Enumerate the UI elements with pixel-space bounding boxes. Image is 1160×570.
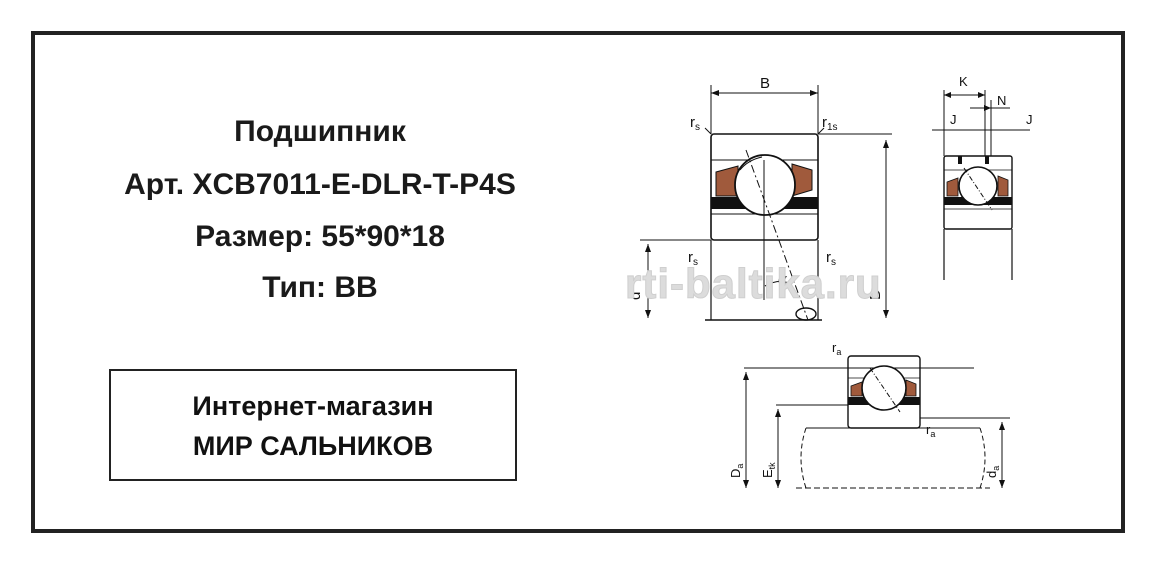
shop-box[interactable]: Интернет-магазин МИР САЛЬНИКОВ [109, 369, 517, 481]
dim-label-r1s: r1s [822, 114, 838, 133]
main-section-drawing [640, 85, 892, 321]
dim-label-rs-top: rs [690, 114, 700, 133]
dim-label-K: K [959, 74, 968, 89]
dim-label-J-right: J [1026, 112, 1033, 127]
product-type: Тип: BB [262, 271, 378, 304]
dim-label-rs-left: rs [688, 249, 698, 268]
dim-label-ra-right: ra [926, 422, 935, 439]
mounting-drawing [743, 355, 1010, 489]
outer-frame [31, 31, 1125, 533]
dim-label-alpha: α [778, 271, 787, 288]
product-article: Арт. XCB7011-E-DLR-T-P4S [124, 168, 516, 201]
product-name: Подшипник [234, 115, 406, 148]
dim-label-Etk: Etk [760, 462, 777, 478]
dim-label-Da: Da [728, 464, 745, 478]
shop-line-2: МИР САЛЬНИКОВ [192, 431, 434, 461]
dim-label-d: d [627, 292, 644, 300]
product-size: Размер: 55*90*18 [195, 220, 445, 253]
dim-label-J-left: J [950, 112, 957, 127]
watermark-text: rti-baltika.ru [625, 260, 882, 307]
side-view-drawing [932, 90, 1030, 280]
dim-label-B: B [760, 75, 770, 92]
dim-label-D: D [867, 289, 884, 300]
dim-label-ra-top: ra [832, 340, 841, 357]
dim-label-rs-right: rs [826, 249, 836, 268]
shop-line-1: Интернет-магазин [192, 391, 434, 421]
dim-label-N: N [997, 93, 1006, 108]
dim-label-da: da [984, 466, 1001, 478]
